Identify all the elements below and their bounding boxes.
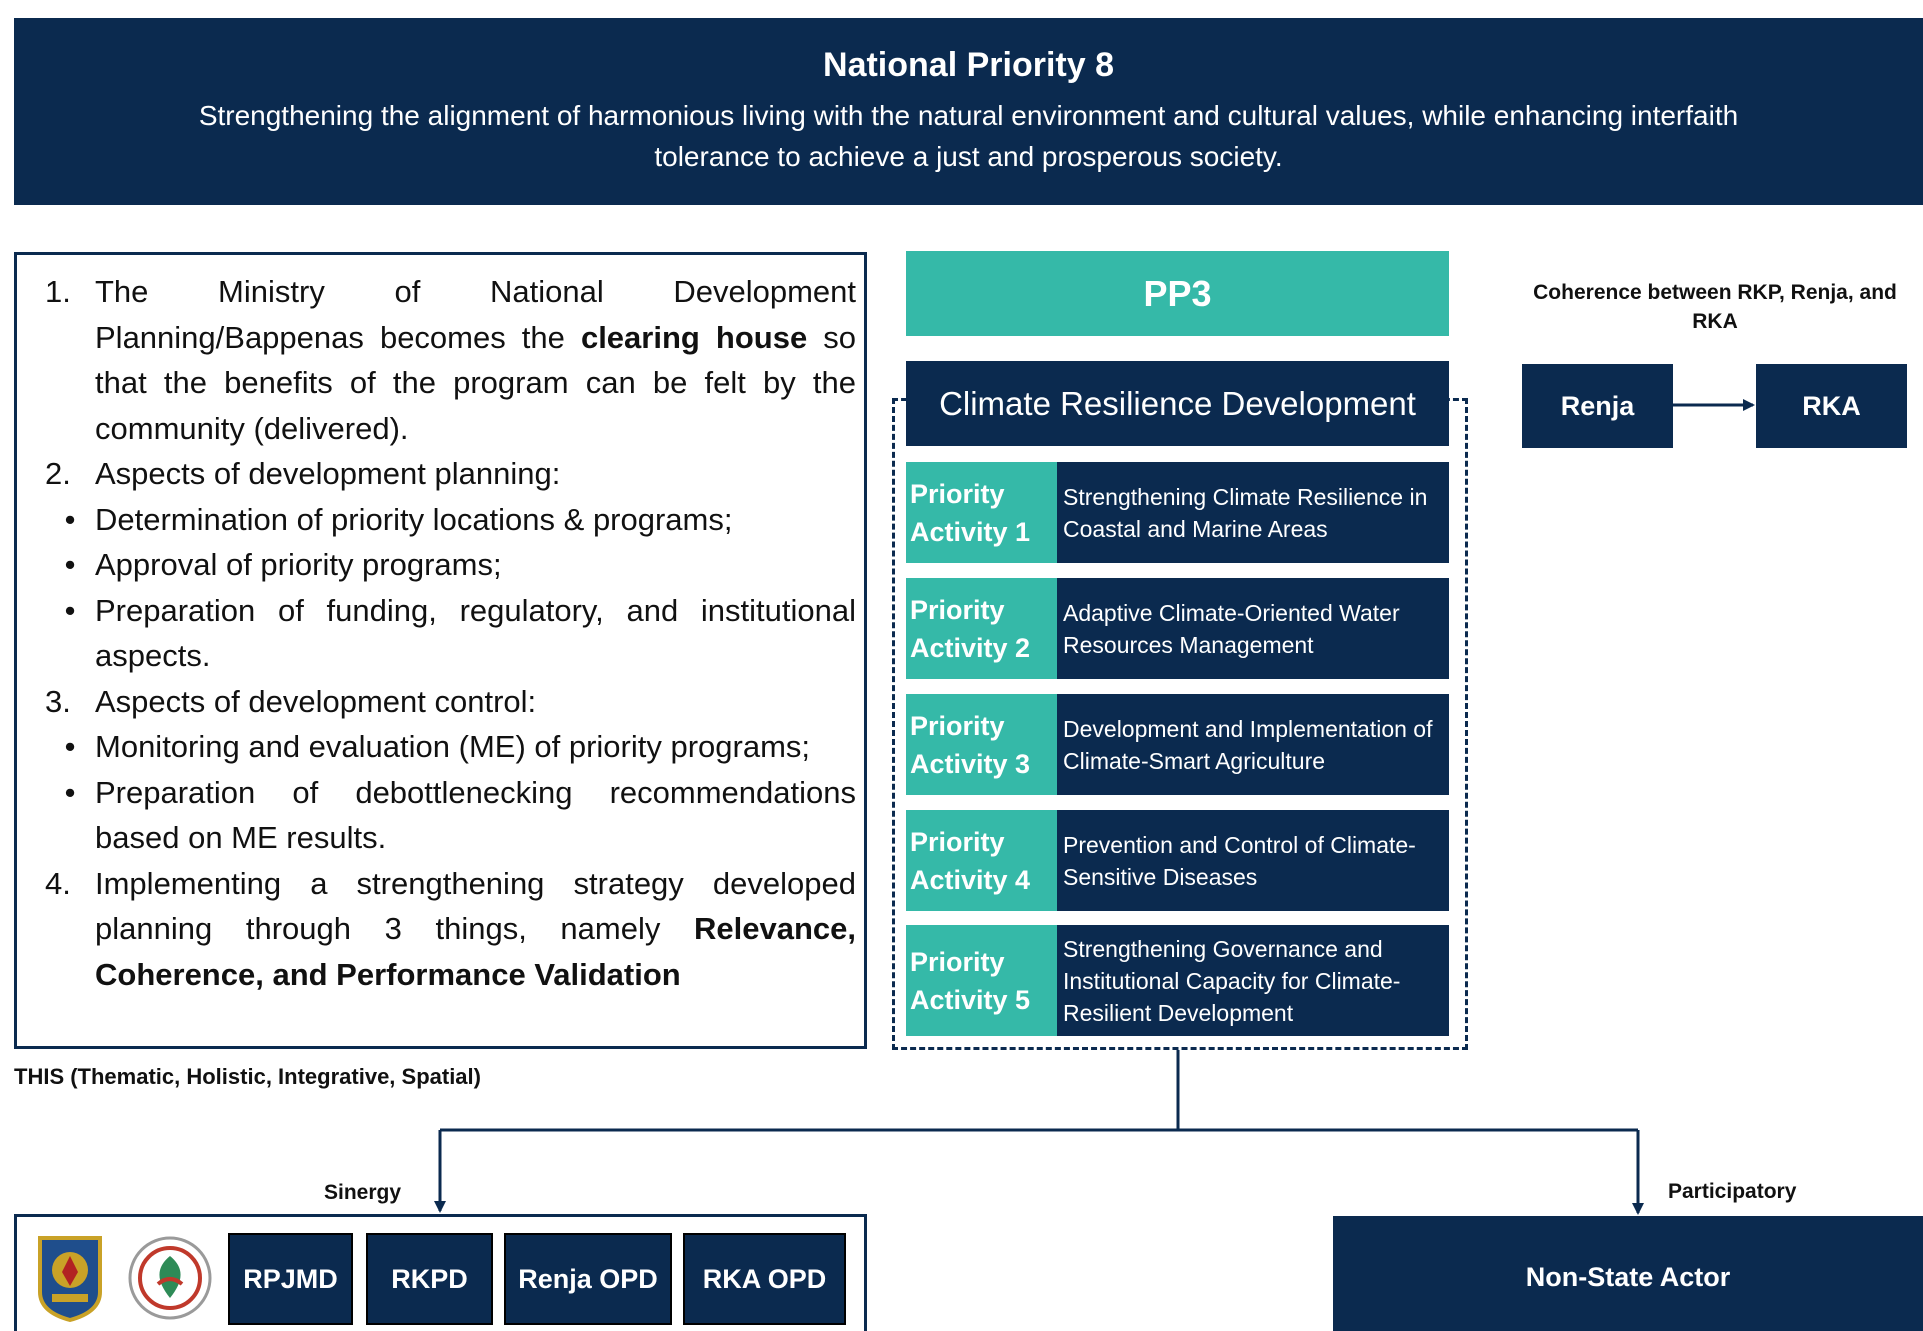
bappenas-role-panel: 1. The Ministry of National Development …: [14, 252, 867, 1049]
bullet-icon: •: [64, 774, 76, 810]
regional-logo-icon: [128, 1236, 212, 1320]
banner-subtitle: Strengthening the alignment of harmoniou…: [198, 100, 1739, 172]
priority-activity-row: Priority Activity 4 Prevention and Contr…: [906, 810, 1449, 911]
bullet-text: Preparation of debottlenecking recommend…: [95, 774, 856, 856]
item-text: so that the benefits of the program can …: [95, 319, 856, 446]
bullet-item: • Determination of priority locations & …: [45, 497, 856, 543]
renja-box: Renja: [1522, 364, 1673, 448]
bullet-item: • Preparation of debottlenecking recomme…: [45, 770, 856, 861]
non-state-actor-box: Non-State Actor: [1333, 1216, 1923, 1331]
priority-activity-desc: Adaptive Climate-Oriented Water Resource…: [1057, 578, 1449, 679]
bullet-item: • Preparation of funding, regulatory, an…: [45, 588, 856, 679]
bullet-icon: •: [64, 592, 76, 628]
coherence-title: Coherence between RKP, Renja, and RKA: [1533, 281, 1897, 333]
banner-title: National Priority 8: [823, 46, 1114, 84]
list-marker: 4.: [45, 865, 71, 901]
list-text: The Ministry of National Development Pla…: [95, 269, 856, 451]
list-item: 1. The Ministry of National Development …: [45, 269, 856, 451]
rka-opd-box: RKA OPD: [683, 1233, 846, 1325]
national-priority-banner: National Priority 8 Strengthening the al…: [14, 18, 1923, 205]
bullet-text: Determination of priority locations & pr…: [95, 501, 733, 537]
rpjmd-box: RPJMD: [228, 1233, 353, 1325]
list-marker: 1.: [45, 274, 71, 309]
list-text: Aspects of development control:: [95, 683, 537, 719]
bullet-item: • Monitoring and evaluation (ME) of prio…: [45, 724, 856, 770]
this-footnote: THIS (Thematic, Holistic, Integrative, S…: [14, 1064, 481, 1089]
pp3-header: PP3: [906, 251, 1449, 336]
bullet-text: Monitoring and evaluation (ME) of priori…: [95, 729, 811, 764]
priority-activity-row: Priority Activity 3 Development and Impl…: [906, 694, 1449, 795]
priority-activity-label: Priority Activity 4: [906, 810, 1057, 911]
list-marker: 3.: [45, 683, 71, 719]
item-emphasis: clearing house: [580, 319, 808, 355]
participatory-label: Participatory: [1668, 1180, 1797, 1203]
priority-activity-row: Priority Activity 5 Strengthening Govern…: [906, 925, 1449, 1036]
program-title: Climate Resilience Development: [906, 361, 1449, 446]
priority-activity-desc: Strengthening Governance and Institution…: [1057, 925, 1449, 1036]
bullet-item: • Approval of priority programs;: [45, 542, 856, 588]
item-text: The Ministry of National Development Pla…: [95, 274, 856, 355]
bullet-text: Approval of priority programs;: [95, 547, 502, 582]
list-item: 2. Aspects of development planning:: [45, 451, 856, 497]
list-item: 3. Aspects of development control:: [45, 679, 856, 725]
bullet-icon: •: [64, 729, 76, 764]
priority-activity-label: Priority Activity 2: [906, 578, 1057, 679]
priority-activity-row: Priority Activity 2 Adaptive Climate-Ori…: [906, 578, 1449, 679]
ministry-emblem-icon: [38, 1236, 102, 1322]
rka-box: RKA: [1756, 364, 1907, 448]
priority-activity-label: Priority Activity 3: [906, 694, 1057, 795]
item-emphasis: Relevance, Coherence, and Performance Va…: [95, 911, 856, 992]
priority-activity-row: Priority Activity 1 Strengthening Climat…: [906, 462, 1449, 563]
list-marker: 2.: [45, 456, 71, 491]
item-text: Implementing a strengthening strategy de…: [95, 865, 856, 947]
bullet-text: Preparation of funding, regulatory, and …: [95, 592, 856, 674]
sinergy-label: Sinergy: [324, 1181, 402, 1204]
list-text: Implementing a strengthening strategy de…: [95, 861, 856, 998]
priority-activity-desc: Development and Implementation of Climat…: [1057, 694, 1449, 795]
list-item: 4. Implementing a strengthening strategy…: [45, 861, 856, 998]
bullet-icon: •: [64, 501, 76, 537]
priority-activity-label: Priority Activity 1: [906, 462, 1057, 563]
priority-activity-desc: Strengthening Climate Resilience in Coas…: [1057, 462, 1449, 563]
renja-opd-box: Renja OPD: [504, 1233, 672, 1325]
priority-activity-desc: Prevention and Control of Climate-Sensit…: [1057, 810, 1449, 911]
priority-activity-label: Priority Activity 5: [906, 925, 1057, 1036]
rkpd-box: RKPD: [366, 1233, 493, 1325]
list-text: Aspects of development planning:: [95, 456, 561, 491]
bullet-icon: •: [64, 547, 76, 582]
